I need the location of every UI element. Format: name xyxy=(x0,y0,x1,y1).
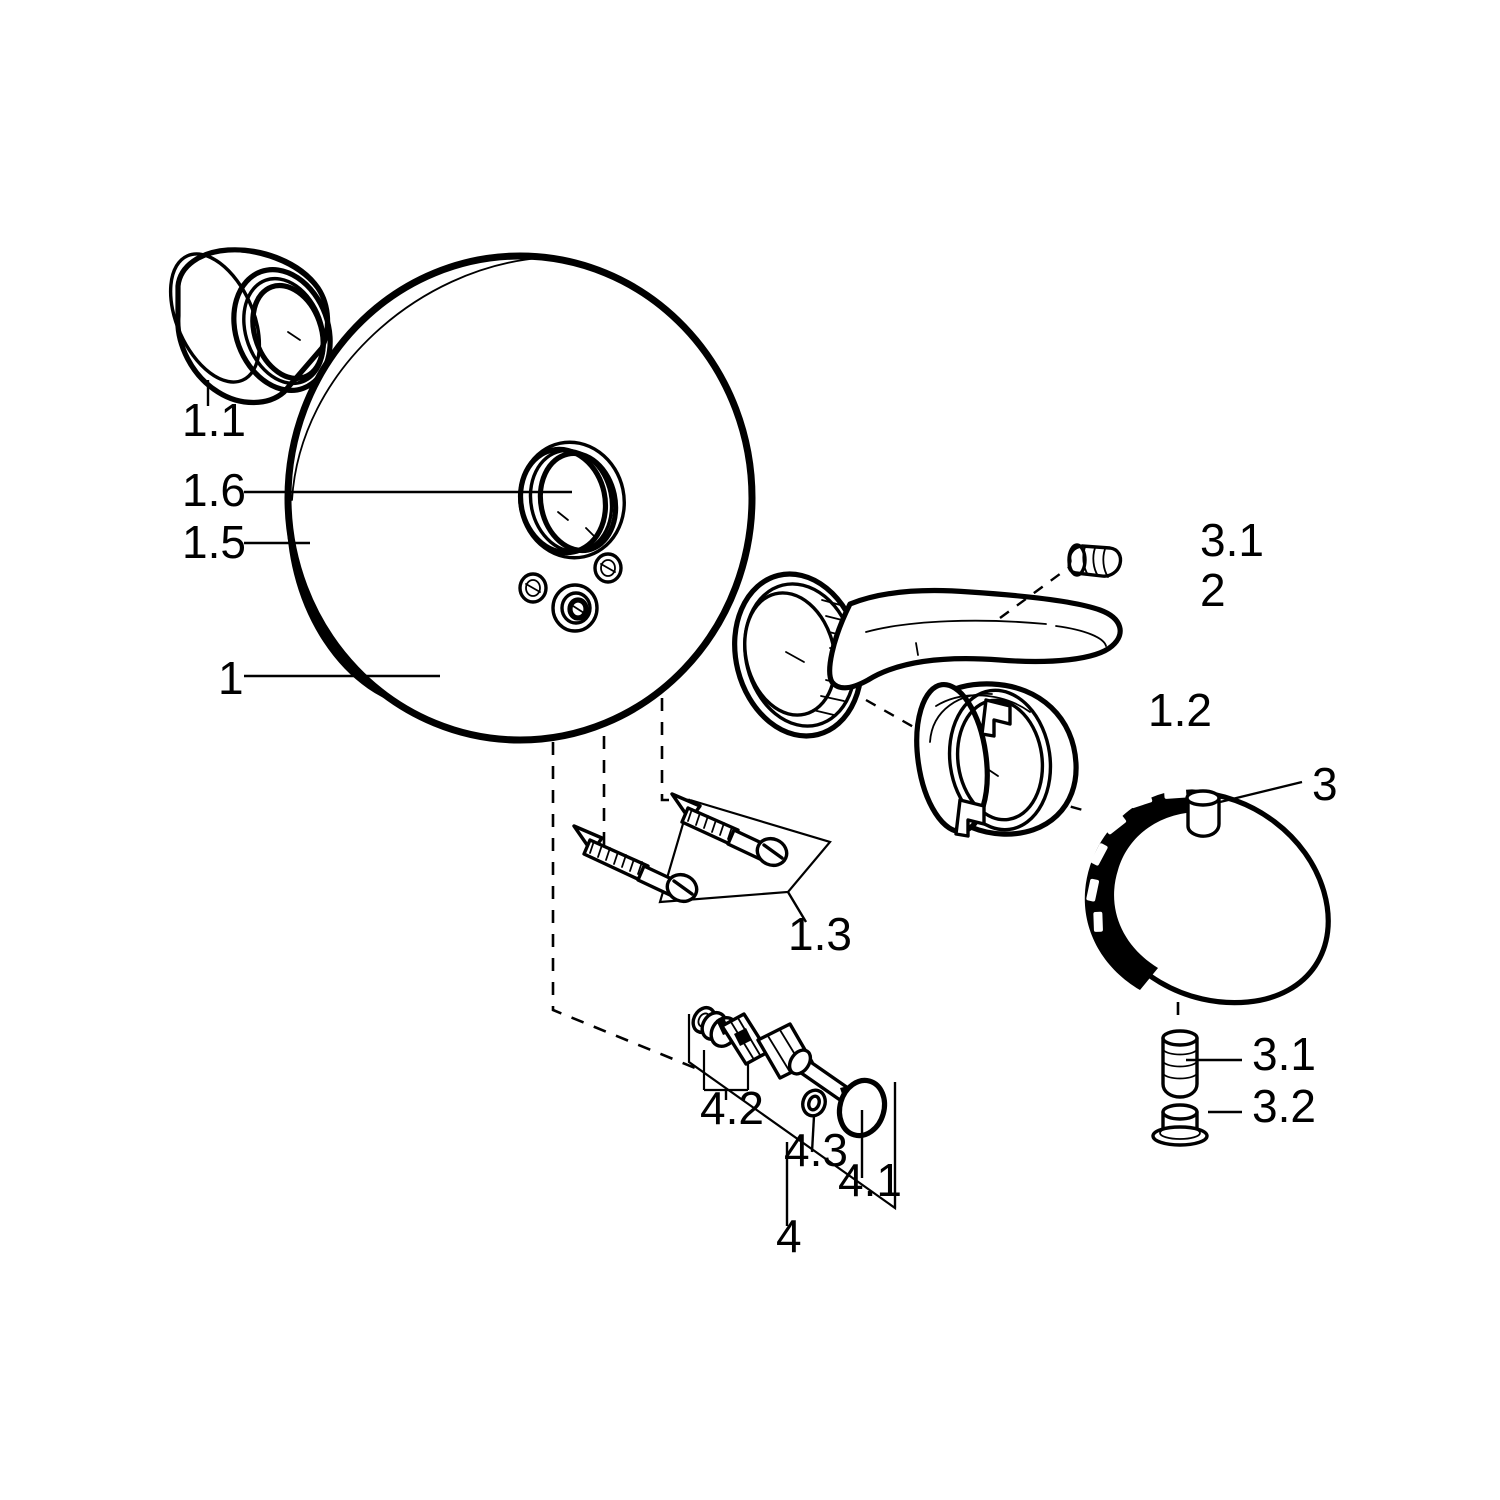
leader-4-3 xyxy=(810,1115,816,1153)
leader-3 xyxy=(1219,780,1303,804)
part-label-3: 3 xyxy=(1312,758,1338,810)
part-label-4-3: 4.3 xyxy=(784,1124,848,1176)
part-label-3-1: 3.1 xyxy=(1200,514,1264,566)
part-label-4-1: 4.1 xyxy=(838,1154,902,1206)
screw-threads-upper xyxy=(687,808,733,840)
screw-lower xyxy=(572,824,699,904)
part-label-3-2: 3.2 xyxy=(1252,1080,1316,1132)
part-label-1: 1 xyxy=(218,652,244,704)
part-label-1-3: 1.3 xyxy=(788,908,852,960)
part-center-hole-seal xyxy=(517,440,626,560)
part-label-1-1: 1.1 xyxy=(182,394,246,446)
part-label-1-2: 1.2 xyxy=(1148,684,1212,736)
screw-upper xyxy=(670,792,789,868)
part-adapter-ring xyxy=(914,681,1079,838)
part-grub-screw-lower xyxy=(1161,1029,1199,1099)
part-grub-screw-top xyxy=(1067,543,1123,578)
part-sleeve-bushing xyxy=(168,247,333,405)
part-handle-cap xyxy=(1084,788,1331,1006)
cap-band-notches xyxy=(1086,788,1187,932)
screw-threads-lower xyxy=(589,840,643,875)
cartridge-stem xyxy=(691,1005,850,1102)
part-label-2: 2 xyxy=(1200,564,1226,616)
part-mounting-screws xyxy=(572,792,832,923)
part-label-1-6: 1.6 xyxy=(182,464,246,516)
part-label-4: 4 xyxy=(776,1210,802,1262)
o-ring xyxy=(801,1088,827,1118)
part-label-4-2: 4.2 xyxy=(700,1082,764,1134)
part-cap-plug xyxy=(1151,1103,1209,1147)
part-label-1-5: 1.5 xyxy=(182,516,246,568)
leaders-left xyxy=(244,490,572,678)
part-lever-handle xyxy=(732,571,1123,739)
plunger-disc xyxy=(836,1077,888,1139)
part-diverter-assembly xyxy=(687,1005,897,1226)
rosette-screw-holes xyxy=(518,552,623,633)
part-label-3-1: 3.1 xyxy=(1252,1028,1316,1080)
